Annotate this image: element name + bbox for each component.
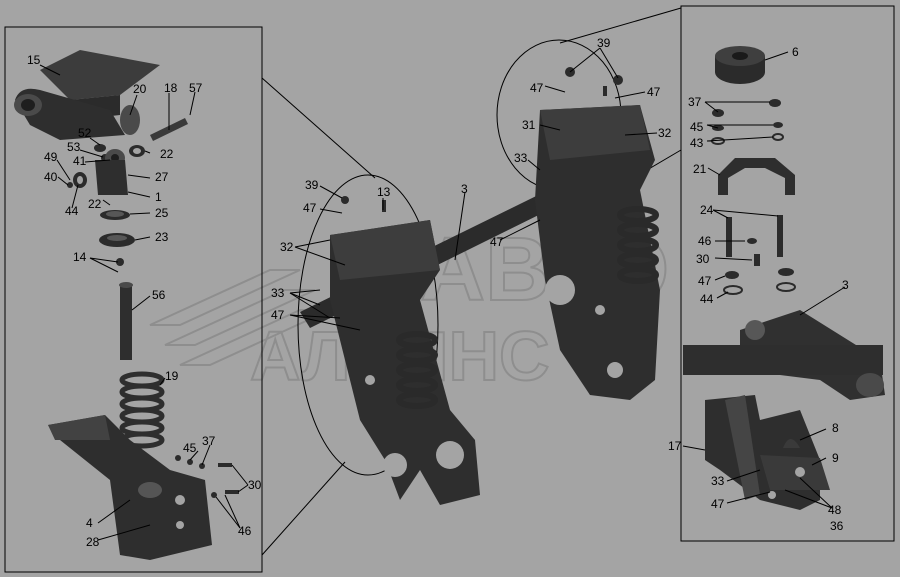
callout-right-47-bottom: 47 [711, 497, 725, 511]
callout-center-47-top: 47 [303, 201, 317, 215]
callout-cr-47-right: 47 [647, 85, 661, 99]
callout-left-41: 41 [73, 154, 87, 168]
shock-absorber-part-56 [120, 285, 132, 360]
callout-right-48: 48 [828, 503, 842, 517]
callout-right-30: 30 [696, 252, 710, 266]
bolt-part-24-right [777, 215, 783, 257]
callout-left-14: 14 [73, 250, 87, 264]
callout-left-23: 23 [155, 230, 169, 244]
bolt-part-24-left [726, 217, 732, 257]
callout-center-39: 39 [305, 178, 319, 192]
callout-left-28: 28 [86, 535, 100, 549]
callout-left-45: 45 [183, 441, 197, 455]
callout-left-40: 40 [44, 170, 58, 184]
right-frame-bracket [535, 105, 660, 400]
callout-cr-47-left: 47 [530, 81, 544, 95]
left-coil-spring [396, 331, 438, 409]
callout-left-37: 37 [202, 434, 216, 448]
callout-right-37: 37 [688, 95, 702, 109]
callout-left-20: 20 [133, 82, 147, 96]
callout-left-18: 18 [164, 81, 178, 95]
callout-labels: 15 20 18 57 52 53 22 49 41 27 40 1 44 22… [27, 36, 849, 549]
callout-right-33: 33 [711, 474, 725, 488]
coil-spring-part-19 [119, 371, 165, 449]
center-assembly-parts [300, 67, 660, 505]
housing-part-27 [95, 160, 128, 195]
callout-cr-32: 32 [658, 126, 672, 140]
right-detail-frame [680, 5, 895, 542]
left-detail-frame [4, 26, 263, 573]
callout-cr-47-bottom: 47 [490, 235, 504, 249]
callout-right-45: 45 [690, 120, 704, 134]
left-assembly-highlight-ellipse [297, 174, 439, 476]
callout-left-1: 1 [155, 190, 162, 204]
callout-left-15: 15 [27, 53, 41, 67]
right-coil-spring [617, 206, 659, 284]
callout-left-27: 27 [155, 170, 169, 184]
callout-center-47-bottom: 47 [271, 308, 285, 322]
clamp-strap-part-21 [718, 158, 795, 195]
callout-right-21: 21 [693, 162, 707, 176]
callout-left-49: 49 [44, 150, 58, 164]
callout-center-32: 32 [280, 240, 294, 254]
callout-right-6: 6 [792, 45, 799, 59]
callout-left-53: 53 [67, 140, 81, 154]
lower-bracket-part-17 [705, 395, 820, 510]
callout-left-22-bottom: 22 [88, 197, 102, 211]
callout-right-36: 36 [830, 519, 844, 533]
detail-connector-lines [261, 7, 682, 556]
callout-left-46: 46 [238, 524, 252, 538]
lever-arm [15, 88, 125, 140]
callout-right-17: 17 [668, 439, 682, 453]
callout-right-9: 9 [832, 451, 839, 465]
callout-left-56: 56 [152, 288, 166, 302]
right-panel-parts [683, 46, 885, 510]
leader-lines [39, 47, 846, 541]
callout-cr-39: 39 [597, 36, 611, 50]
callout-left-30: 30 [248, 478, 262, 492]
callout-right-3: 3 [842, 278, 849, 292]
callout-left-52: 52 [78, 126, 92, 140]
callout-center-33: 33 [271, 286, 285, 300]
callout-center-13: 13 [377, 185, 391, 199]
callout-right-44: 44 [700, 292, 714, 306]
callout-left-19: 19 [165, 369, 179, 383]
bracket-part-15 [40, 50, 160, 100]
callout-cr-33: 33 [514, 151, 528, 165]
callout-left-57: 57 [189, 81, 203, 95]
left-panel-parts [14, 50, 239, 560]
bump-stop-part-8 [783, 439, 800, 448]
callout-right-46: 46 [698, 234, 712, 248]
callout-cr-31: 31 [522, 118, 536, 132]
callout-right-43: 43 [690, 136, 704, 150]
base-bracket-part-4 [48, 415, 212, 560]
callout-left-4: 4 [86, 516, 93, 530]
callout-right-24: 24 [700, 203, 714, 217]
callout-right-8: 8 [832, 421, 839, 435]
callout-left-25: 25 [155, 206, 169, 220]
callout-left-22-top: 22 [160, 147, 174, 161]
callout-center-3: 3 [461, 182, 468, 196]
callout-right-47: 47 [698, 274, 712, 288]
callout-left-44: 44 [65, 204, 79, 218]
